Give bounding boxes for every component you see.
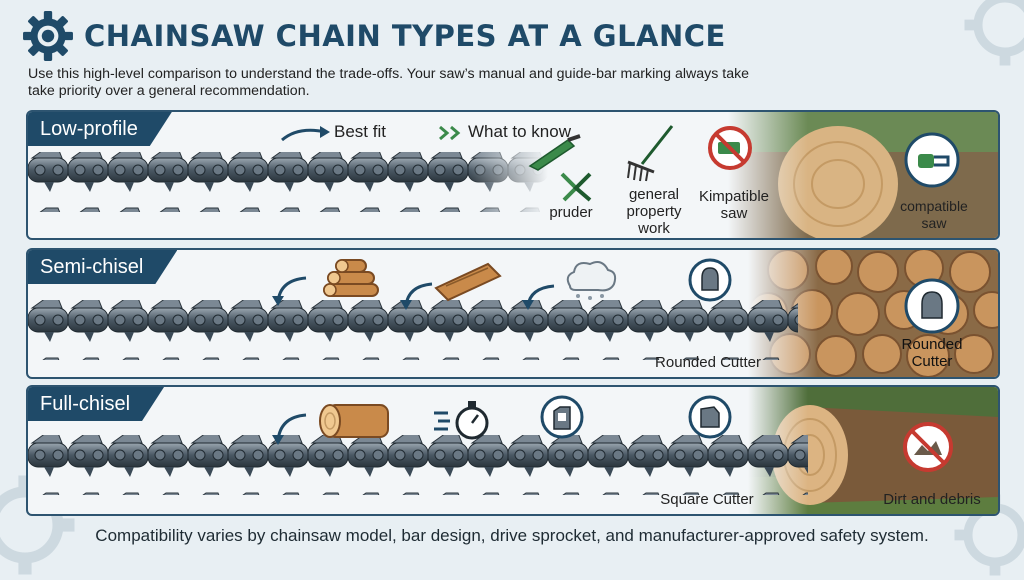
pruning-saw-icon xyxy=(528,134,581,171)
panel-semi-chisel: Semi-chisel Rounded Cutter xyxy=(26,248,1000,379)
panel-low-profile: Low-profile Best fit What to know pruder… xyxy=(26,110,1000,240)
header: CHAINSAW CHAIN TYPES AT A GLANCE xyxy=(22,10,726,62)
rounded-cutter-icon xyxy=(904,278,960,334)
what-to-know-label: What to know xyxy=(468,122,571,141)
no-chainsaw-icon xyxy=(708,126,752,170)
label-line: work xyxy=(638,220,670,237)
pruner-icon xyxy=(560,172,592,202)
item-label-dirt-and-debris: Dirt and debris xyxy=(883,491,981,508)
label-line: Kimpatible xyxy=(698,188,770,205)
label-line: saw xyxy=(921,215,947,231)
oil-can-icon xyxy=(540,395,584,439)
best-fit-label: Best fit xyxy=(334,122,386,141)
tag-full-chisel: Full-chisel xyxy=(28,387,164,421)
log-icon xyxy=(319,404,389,438)
curved-arrow-icon xyxy=(272,276,307,306)
log-pile-icon xyxy=(323,259,379,297)
item-label-pruder: pruder xyxy=(549,204,593,221)
no-dirt-icon xyxy=(903,422,953,472)
item-label-square-cutter: Square Cutter xyxy=(660,491,754,508)
rounded-cutter-icon xyxy=(688,258,732,302)
tag-low-profile: Low-profile xyxy=(28,112,172,146)
semi-chisel-chain xyxy=(28,300,798,360)
curved-arrow-icon xyxy=(522,284,555,310)
curved-arrow-icon xyxy=(400,282,433,310)
curved-arrow-icon xyxy=(281,126,330,142)
footer-note: Compatibility varies by chainsaw model, … xyxy=(95,526,929,545)
panel-full-chisel: Full-chisel Square Cutter Dirt and debri… xyxy=(26,385,1000,516)
item-label-rounded-cutter-photo: Rounded Cutter xyxy=(884,336,980,370)
dust-cloud-icon xyxy=(566,261,617,300)
item-label-compatible-saw: compatible saw xyxy=(886,198,982,232)
page-title: CHAINSAW CHAIN TYPES AT A GLANCE xyxy=(84,19,726,53)
curved-arrow-icon xyxy=(272,413,307,445)
label-line: Rounded xyxy=(901,336,963,353)
square-cutter-icon xyxy=(688,395,732,439)
label-line: Cutter xyxy=(911,353,953,370)
gear-icon xyxy=(23,11,73,61)
background-gear-icon xyxy=(0,475,75,575)
stopwatch-icon xyxy=(434,401,489,440)
background-gear-icon xyxy=(964,0,1024,66)
chainsaw-icon xyxy=(904,132,960,188)
low-profile-chain xyxy=(28,140,548,212)
item-label-rounded-cutter: Rounded Cutter xyxy=(655,354,761,371)
label-line: saw xyxy=(720,205,748,222)
label-line: general xyxy=(628,186,680,203)
intro-line-1: Use this high-level comparison to unders… xyxy=(28,66,750,82)
tag-semi-chisel: Semi-chisel xyxy=(28,250,177,284)
intro-text: Use this high-level comparison to unders… xyxy=(28,66,818,100)
full-chisel-chain xyxy=(28,435,808,495)
item-label-general-property-work: general property work xyxy=(616,186,692,237)
label-line: property xyxy=(626,203,682,220)
rake-icon xyxy=(627,125,674,182)
firewood-split-icon xyxy=(434,262,502,302)
intro-line-2: take priority over a general recommendat… xyxy=(28,83,310,99)
item-label-kimpatible-saw: Kimpatible saw xyxy=(694,188,774,222)
label-line: compatible xyxy=(900,198,968,214)
double-chevron-icon xyxy=(439,125,461,141)
